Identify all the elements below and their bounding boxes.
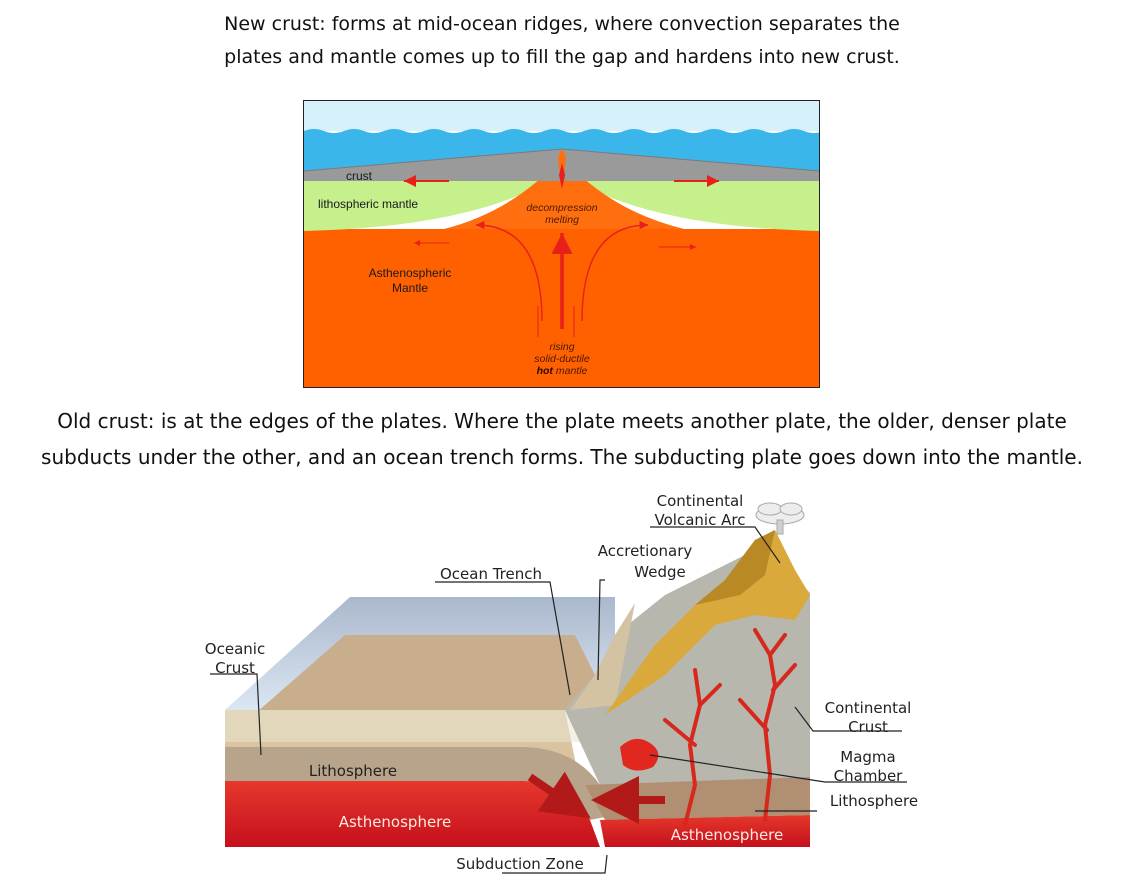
leader-lines	[210, 526, 907, 874]
old-crust-line-1: Old crust: is at the edges of the plates…	[57, 409, 1067, 433]
asthenosphere-right	[600, 815, 810, 847]
mid-ocean-ridge-diagram: crust lithospheric mantle decompression …	[303, 100, 820, 388]
asthenosphere-left-label: Asthenosphere	[339, 813, 452, 831]
hot-word: hot	[537, 365, 554, 377]
asthenospheric-label: Asthenospheric	[369, 266, 452, 280]
continental-volcanic-arc-label-1: Continental	[657, 492, 744, 510]
decompression-label: decompression	[526, 202, 597, 214]
ridge-svg: crust lithospheric mantle decompression …	[304, 101, 819, 387]
magma-chamber-label-2: Chamber	[834, 767, 904, 785]
magma-chamber-label-1: Magma	[840, 748, 895, 766]
magma-chamber	[620, 738, 659, 771]
accretionary-wedge	[570, 603, 635, 710]
new-crust-paragraph: New crust: forms at mid-ocean ridges, wh…	[0, 8, 1124, 74]
subduction-arrows	[527, 771, 665, 824]
accretionary-wedge-label-2: Wedge	[634, 563, 685, 581]
new-crust-line-1: New crust: forms at mid-ocean ridges, wh…	[224, 13, 900, 35]
mantle-word: mantle	[553, 365, 588, 377]
asthenosphere-left	[225, 781, 600, 847]
magma-channels	[663, 628, 797, 827]
subduction-zone-label: Subduction Zone	[456, 855, 584, 873]
lithospheric-mantle-label: lithospheric mantle	[318, 197, 418, 211]
ocean-trench-label: Ocean Trench	[440, 565, 542, 583]
crust-label: crust	[346, 169, 373, 183]
lithospheric-mantle-layer	[304, 173, 819, 231]
oceanic-crust-label-1: Oceanic	[205, 640, 265, 658]
upwelling-zone	[444, 157, 684, 229]
rising-label: rising	[549, 341, 574, 353]
convection-arrows	[404, 175, 719, 337]
volcano-plume	[755, 502, 805, 535]
lithosphere-band-right	[585, 777, 810, 820]
lithosphere-left-label: Lithosphere	[309, 762, 397, 780]
solid-ductile-label: solid-ductile	[534, 353, 590, 365]
subduction-svg: Continental Volcanic Arc Accretionary We…	[205, 492, 918, 874]
seafloor	[225, 635, 595, 740]
continental-volcanic-arc-label-2: Volcanic Arc	[655, 511, 746, 529]
hot-mantle-label: hot mantle	[537, 365, 588, 377]
old-crust-paragraph: Old crust: is at the edges of the plates…	[0, 403, 1124, 475]
sky-band	[304, 101, 819, 131]
accretionary-wedge-label-1: Accretionary	[598, 542, 693, 560]
lithosphere-right-label: Lithosphere	[830, 792, 918, 810]
lithosphere-band-left	[225, 747, 615, 820]
asthenosphere-right-label: Asthenosphere	[671, 826, 784, 844]
continental-crust-label-2: Crust	[848, 718, 888, 736]
oceanic-crust-label-2: Crust	[215, 659, 255, 677]
old-crust-line-2: subducts under the other, and an ocean t…	[41, 445, 1083, 469]
mantle-label: Mantle	[392, 281, 428, 295]
continental-crust-label-1: Continental	[825, 699, 912, 717]
new-crust-line-2: plates and mantle comes up to fill the g…	[224, 46, 900, 68]
melting-label: melting	[545, 214, 579, 226]
subduction-diagram: Continental Volcanic Arc Accretionary We…	[195, 485, 930, 880]
